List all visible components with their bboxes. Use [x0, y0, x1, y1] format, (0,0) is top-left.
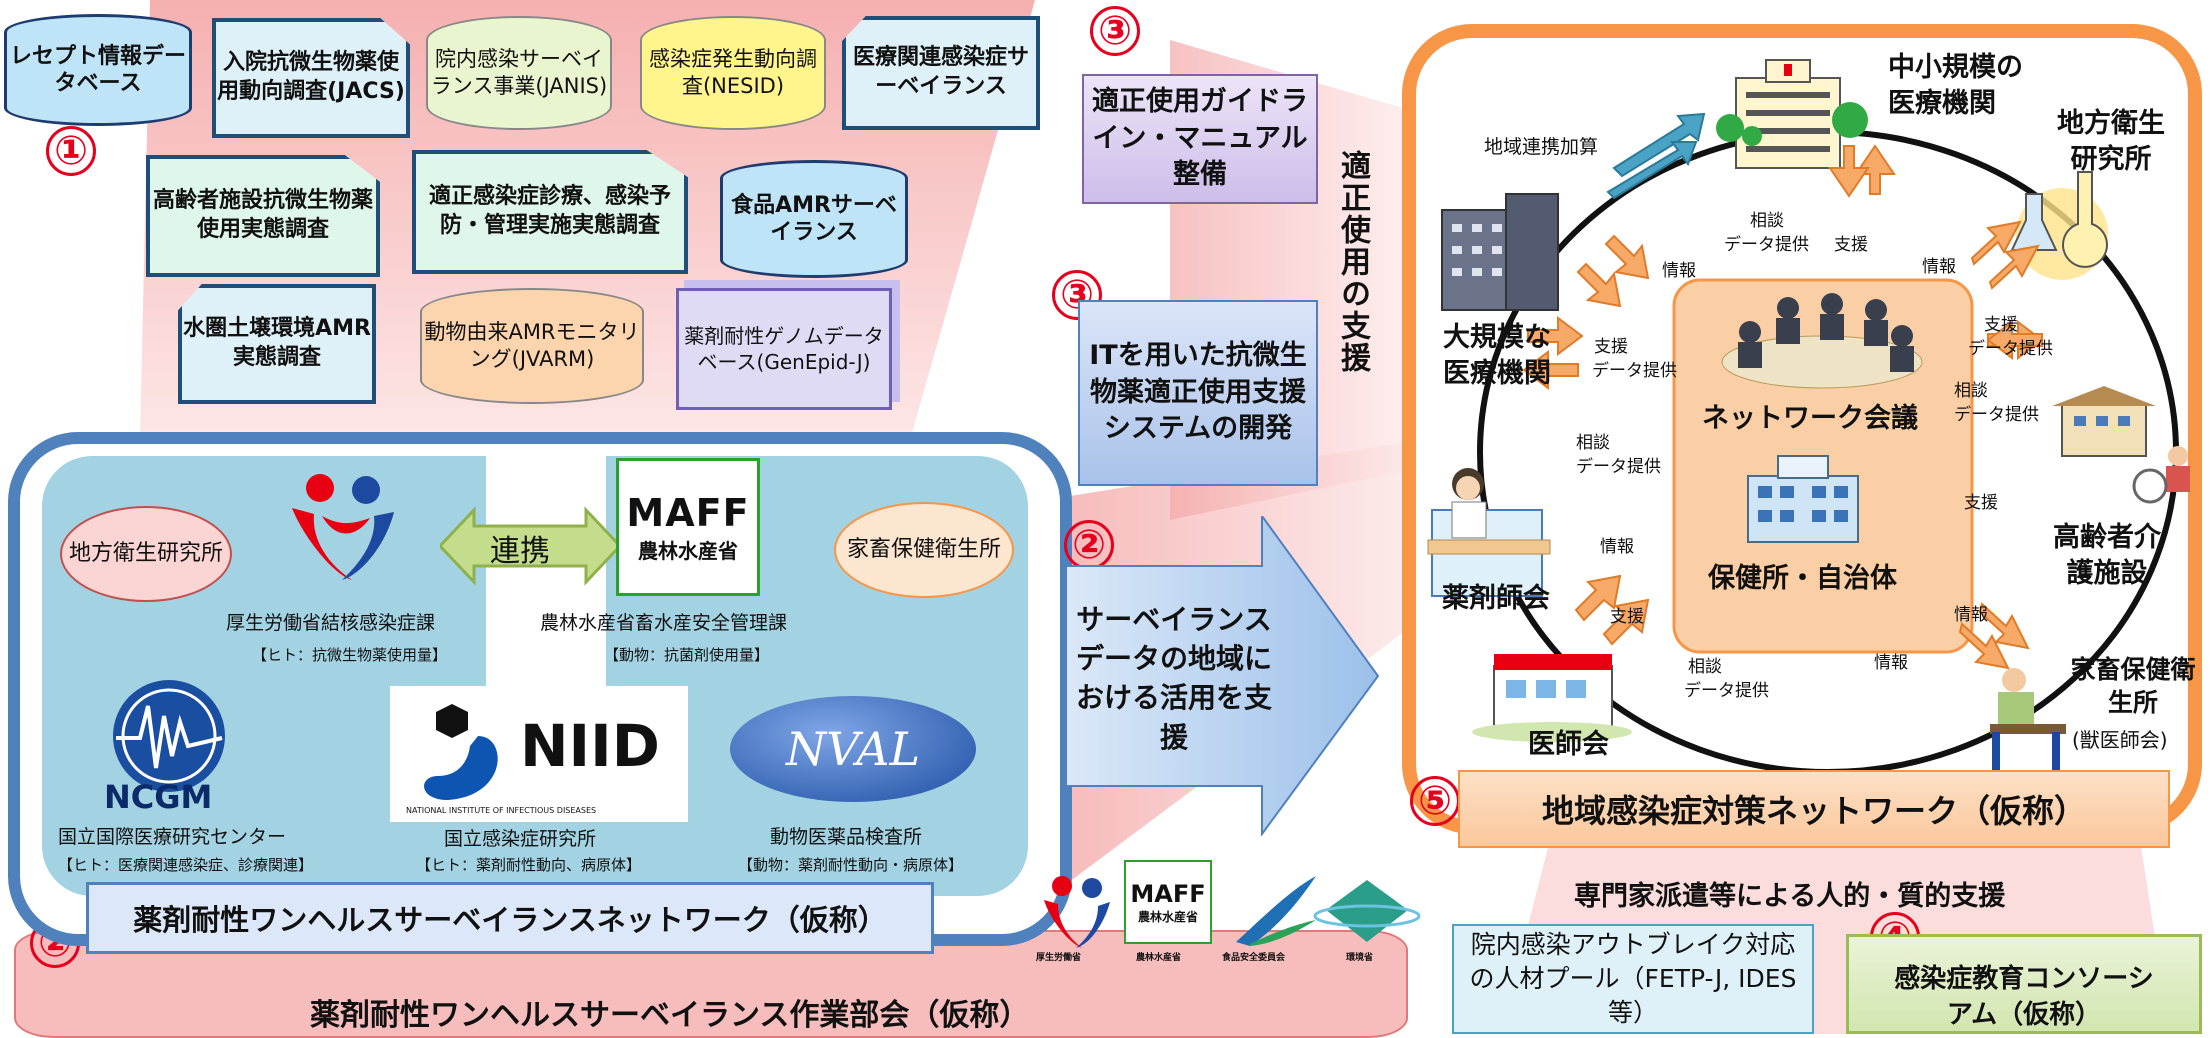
guideline-box: 適正使用ガイドライン・マニュアル整備: [1082, 74, 1318, 204]
maff-label: 農林水産省畜水産安全管理課: [540, 612, 788, 634]
mhlw-logo-icon: [292, 474, 394, 580]
health-center-label: 保健所・自治体: [1708, 563, 1897, 594]
jacs-card: 入院抗微生物薬使用動向調査(JACS): [212, 18, 410, 138]
ncgm-sub: 【ヒト：医療関連感染症、診療関連】: [58, 856, 314, 874]
maff-sub: 【動物：抗菌剤使用量】: [604, 646, 770, 664]
livestock-oval: 家畜保健衛生所: [834, 502, 1014, 598]
nval-logo: NVAL: [730, 696, 976, 802]
al-r-shien: 支援: [1964, 493, 1998, 513]
regional-network-bar: 地域感染症対策ネットワーク（仮称）: [1458, 770, 2170, 848]
doctors-label: 医師会: [1528, 729, 1609, 760]
number-1: ①: [46, 126, 96, 176]
pharmacist-label: 薬剤師会: [1442, 583, 1550, 614]
niid-logo: NIID NATIONAL INSTITUTE OF INFECTIOUS DI…: [390, 686, 688, 822]
regional-diagram: [1427, 59, 2190, 775]
nesid-cylinder: 感染症発生動向調査(NESID): [640, 16, 826, 130]
moe-logo-icon: [1313, 880, 1421, 942]
al-ur-jouhou: 情報: [1922, 257, 1956, 277]
mhlw-label: 厚生労働省結核感染症課: [226, 612, 436, 634]
ncgm-label: 国立国際医療研究センター: [58, 826, 287, 848]
it-system-box: ITを用いた抗微生物薬適正使用支援システムの開発: [1078, 300, 1318, 486]
al-l-jouhou: 情報: [1600, 537, 1634, 557]
niid-logo-text: NIID: [520, 712, 660, 780]
network-title-bar: 薬剤耐性ワンヘルスサーベイランスネットワーク（仮称）: [86, 882, 934, 954]
mhlw-sub: 【ヒト：抗微生物薬使用量】: [252, 646, 448, 664]
maff-small-logo: MAFF 農林水産省: [1124, 860, 1212, 944]
expert-label: 専門家派遣等による人的・質的支援: [1574, 881, 2006, 912]
food-amr-db: 食品AMRサーベイランス: [720, 160, 908, 278]
renkei-label: 連携: [490, 534, 550, 569]
maff-logo-text: MAFF: [626, 490, 750, 535]
al-ll-soudan: 相談: [1688, 657, 1722, 677]
al-l-soudan: 相談: [1576, 433, 1610, 453]
jvarm-cylinder: 動物由来AMRモニタリング(JVARM): [420, 288, 644, 404]
renkei-arrow-icon: [440, 506, 620, 586]
maff-logo: MAFF 農林水産省: [616, 458, 760, 596]
fsc-logo-icon: [1236, 876, 1316, 946]
network-meeting-label: ネットワーク会議: [1702, 403, 1918, 434]
al-l-data: データ提供: [1576, 457, 1661, 477]
nval-logo-text: NVAL: [785, 722, 921, 776]
al-lr-jouhou-1: 情報: [1954, 605, 1988, 625]
livestock-right-label: 家畜保健衛生所: [2070, 655, 2196, 717]
ncgm-logo-text: NCGM: [104, 778, 213, 816]
small-medical-label: 中小規模の医療機関: [1888, 52, 2023, 120]
al-top-data: データ提供: [1724, 235, 1809, 255]
number-3-mid: ③: [1052, 270, 1102, 320]
local-lab-oval: 地方衛生研究所: [60, 506, 232, 602]
support-vertical-label: 適正使用の支援: [1335, 150, 1370, 374]
hai-card: 医療関連感染症サーベイランス: [842, 16, 1040, 130]
al-r-soudan: 相談: [1954, 381, 1988, 401]
al-ll-shien: 支援: [1610, 607, 1644, 627]
regional-link-label: 地域連携加算: [1484, 136, 1599, 158]
niid-mark-icon: [424, 704, 498, 800]
maff-small-logo-text: MAFF: [1130, 879, 1206, 908]
niid-label: 国立感染症研究所: [444, 828, 597, 850]
al-ur-data: データ提供: [1968, 339, 2053, 359]
local-lab-label: 地方衛生研究所: [2057, 108, 2165, 176]
al-lr-jouhou-2: 情報: [1874, 653, 1908, 673]
nval-label: 動物医薬品検査所: [770, 826, 923, 848]
al-ll-data: データ提供: [1684, 681, 1769, 701]
al-top-shien: 支援: [1834, 235, 1868, 255]
logo-caption-fsc: 食品安全委員会: [1222, 953, 1286, 963]
maff-small-logo-jp: 農林水産省: [1137, 909, 1198, 924]
al-top-soudan: 相談: [1750, 211, 1784, 231]
al-ul-jouhou: 情報: [1662, 261, 1696, 281]
surveillance-arrow-icon: [1065, 516, 1380, 836]
number-5: ⑤: [1410, 776, 1460, 826]
elderly-care-label: 高齢者介護施設: [2053, 522, 2161, 590]
number-2-mid: ②: [1064, 520, 1114, 570]
nval-sub: 【動物：薬剤耐性動向・病原体】: [738, 856, 964, 874]
al-ul-shien: 支援: [1594, 337, 1628, 357]
logo-caption-mhlw: 厚生労働省: [1036, 953, 1082, 963]
al-r-data: データ提供: [1954, 405, 2039, 425]
janis-cylinder: 院内感染サーベイランス事業(JANIS): [426, 16, 612, 130]
genepid-box: 薬剤耐性ゲノムデータベース(GenEpid-J): [676, 288, 892, 410]
surveillance-arrow-label: サーベイランスデータの地域における活用を支援: [1075, 603, 1272, 754]
receipt-db: レセプト情報データベース: [4, 14, 192, 126]
pool-box: 院内感染アウトブレイク対応の人材プール（FETP-J, IDES等）: [1452, 924, 1814, 1034]
large-medical-label: 大規模な医療機関: [1443, 322, 1551, 390]
niid-sub: 【ヒト：薬剤耐性動向、病原体】: [416, 856, 642, 874]
elderly-card: 高齢者施設抗微生物薬使用実態調査: [146, 155, 380, 277]
niid-logo-sub: NATIONAL INSTITUTE OF INFECTIOUS DISEASE…: [406, 806, 597, 815]
al-ur-shien: 支援: [1984, 315, 2018, 335]
al-ul-data: データ提供: [1592, 361, 1677, 381]
logo-caption-maff: 農林水産省: [1136, 953, 1182, 963]
appropriate-card: 適正感染症診療、感染予防・管理実施実態調査: [412, 150, 688, 274]
maff-logo-jp: 農林水産省: [638, 538, 738, 563]
ncgm-logo-icon: [113, 680, 225, 792]
mhlw-small-logo-icon: [1044, 876, 1110, 948]
number-3-top: ③: [1090, 6, 1140, 56]
logo-caption-moe: 環境省: [1346, 953, 1374, 963]
livestock-right-sub: (獣医師会): [2072, 728, 2168, 752]
workgroup-label: 薬剤耐性ワンヘルスサーベイランス作業部会（仮称）: [310, 998, 1030, 1033]
water-soil-card: 水圏土壌環境AMR実態調査: [178, 284, 376, 404]
consortium-box: 感染症教育コンソーシアム（仮称）: [1846, 934, 2202, 1034]
